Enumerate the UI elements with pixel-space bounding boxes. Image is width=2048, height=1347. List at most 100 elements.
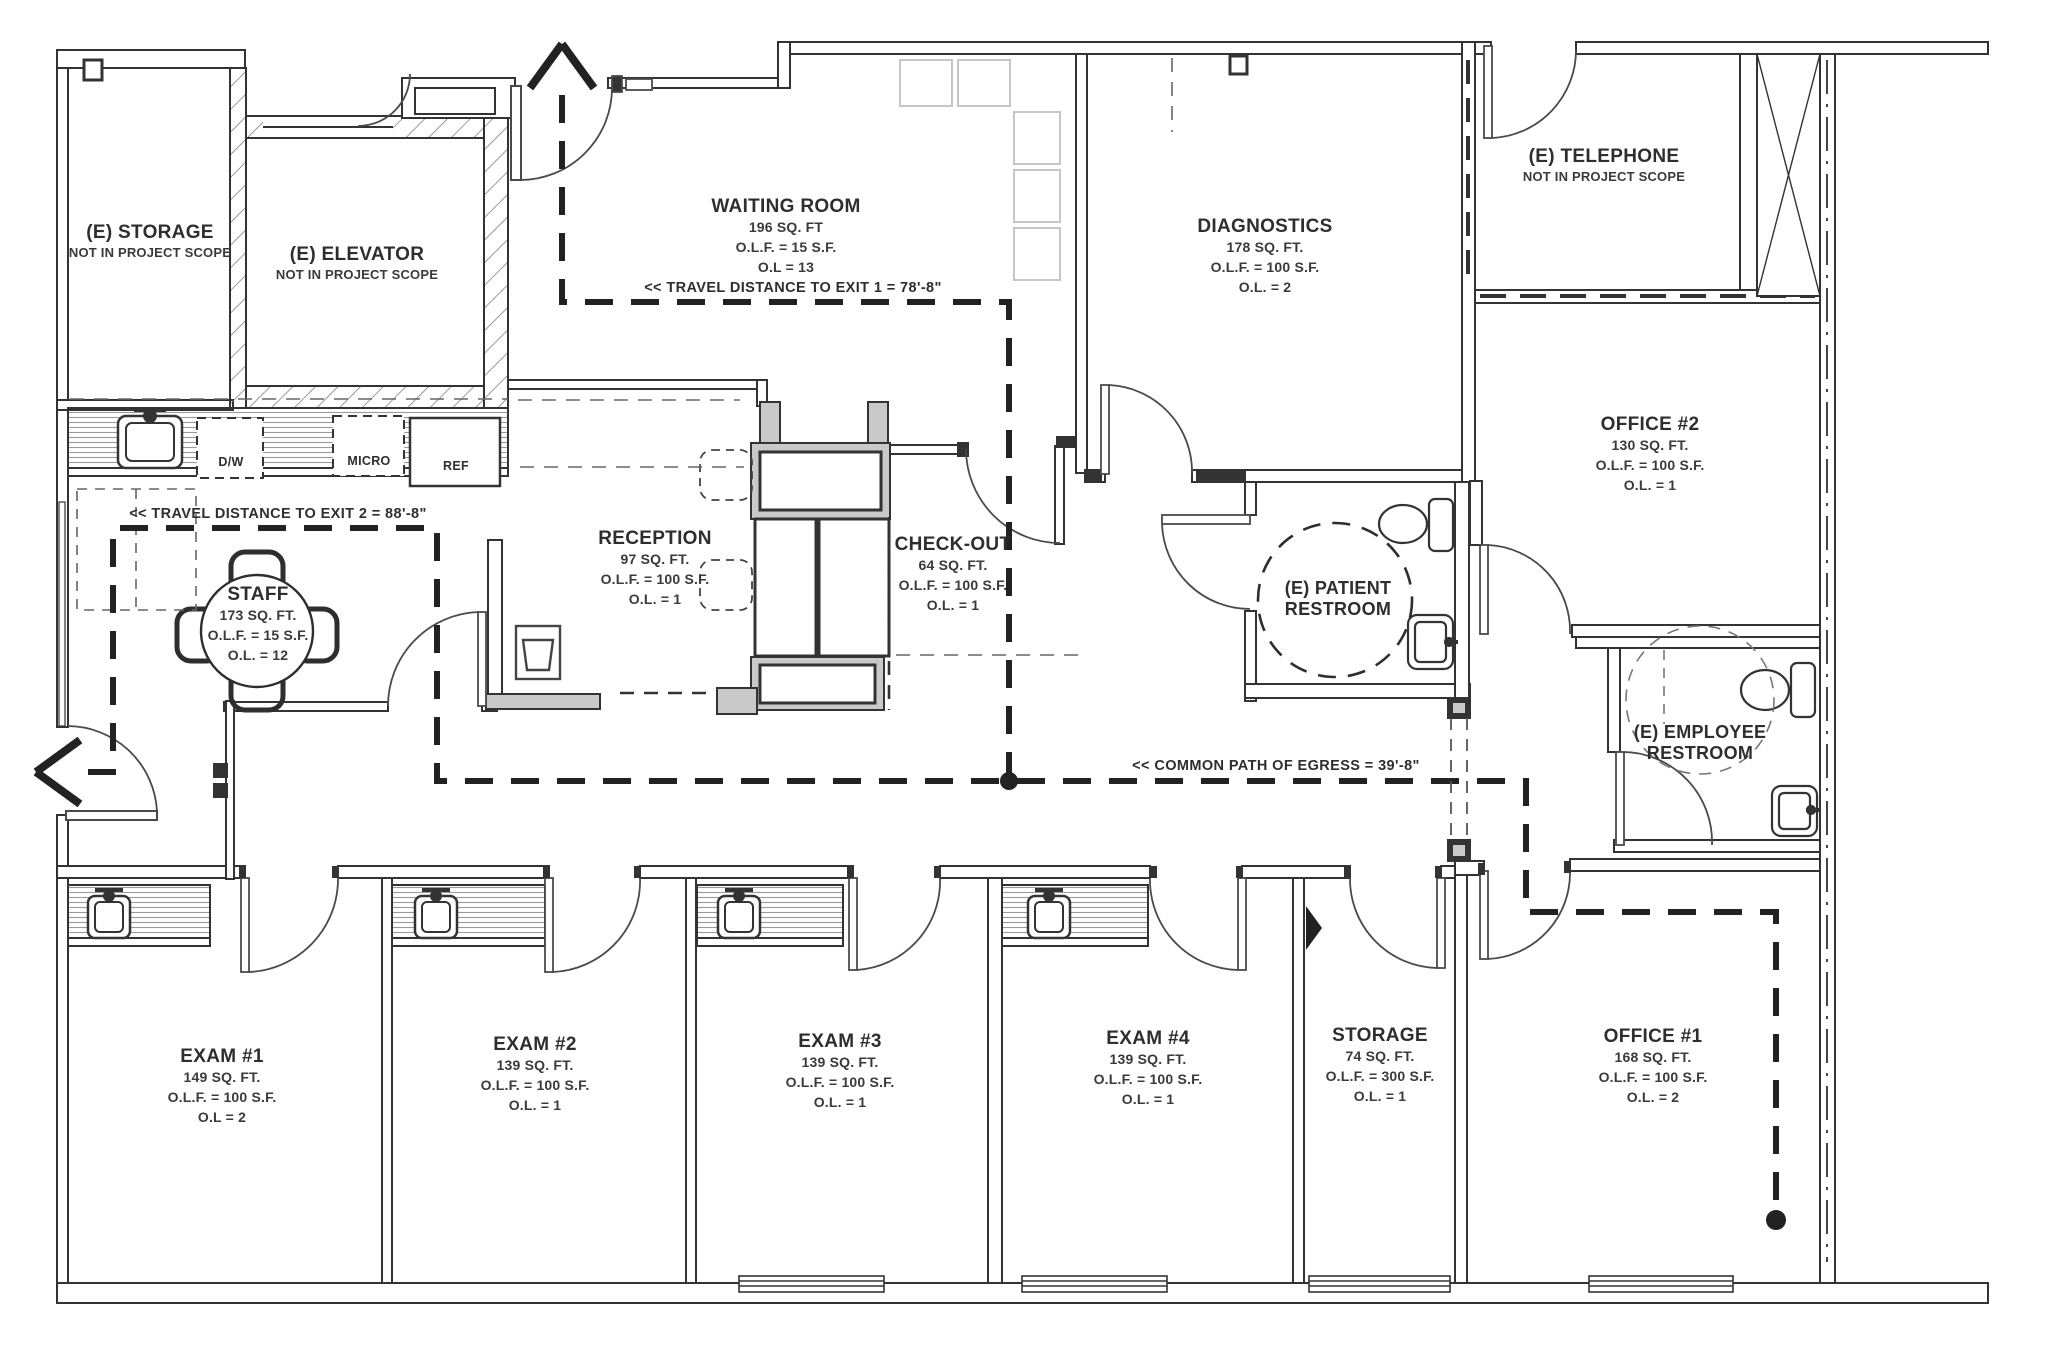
door-jamb-blocks-detail-5: [847, 866, 854, 878]
room-name: STORAGE: [1332, 1025, 1428, 1046]
exam1-door-detail-1: [240, 877, 250, 973]
room-name: (E) EMPLOYEE: [1633, 722, 1767, 742]
wall-exam3-4: [987, 877, 1003, 1284]
wall-exam1-2: [381, 877, 393, 1284]
room-label-existing-elevator: (E) ELEVATOR NOT IN PROJECT SCOPE: [276, 244, 438, 284]
reception-millwork: [716, 401, 891, 715]
exam3-counter: [696, 884, 844, 947]
sill-4: [1588, 1275, 1734, 1293]
egress-path-exit1: [559, 95, 1012, 781]
sill-1: [738, 1275, 885, 1293]
refrigerator-box: [408, 416, 502, 488]
reception-desk-return-left: [753, 517, 818, 658]
wall-reception-knee: [485, 693, 601, 710]
wall-top-right-b: [1575, 41, 1989, 55]
waiting-chairs-detail-5: [1013, 227, 1061, 281]
staff-millwork-dashed: [76, 488, 197, 611]
column-marker-diag: [1228, 54, 1249, 76]
cased-post-bottom-core: [1453, 845, 1465, 856]
exam4-counter-detail-1: [1001, 884, 1149, 939]
exit1-arrow: [526, 41, 598, 91]
corridor-door-hinge-2: [213, 783, 228, 798]
exit1-arrow-detail-1: [526, 41, 566, 91]
room-name: RECEPTION: [598, 528, 712, 549]
wall-corridor-b: [337, 865, 550, 879]
employee-restroom-door-detail-1: [1615, 751, 1625, 846]
door-jamb-blocks-detail-1: [239, 866, 246, 878]
room-area: 149 SQ. FT.: [183, 1069, 261, 1085]
egress-paths: [33, 41, 1786, 1230]
room-label-reception: RECEPTION 97 SQ. FT. O.L.F. = 100 S.F. O…: [598, 528, 712, 609]
room-label-office-1: OFFICE #1 168 SQ. FT. O.L.F. = 100 S.F. …: [1599, 1026, 1708, 1107]
column-marker-storage: [82, 58, 104, 82]
exam2-door-detail-1: [544, 877, 554, 973]
room-ol: O.L. = 1: [926, 597, 980, 613]
employee-restroom-door: [1615, 751, 1713, 846]
room-note: NOT IN PROJECT SCOPE: [68, 245, 232, 260]
room-label-exam-2: EXAM #2 139 SQ. FT. O.L.F. = 100 S.F. O.…: [481, 1034, 590, 1115]
storage-door-detail-2: [1349, 877, 1438, 969]
patient-restroom-door-detail-1: [1161, 514, 1251, 525]
door-jamb-blocks-detail-11: [1478, 863, 1485, 875]
wall-waiting-east: [1075, 53, 1088, 474]
wall-lobby-edge: [507, 379, 764, 390]
patient-turning-circle: [1256, 521, 1414, 679]
room-area: 139 SQ. FT.: [1109, 1051, 1187, 1067]
shaft-brace-2: [1756, 53, 1821, 297]
staff-door: [387, 611, 487, 707]
office2-door-detail-2: [1487, 544, 1571, 635]
sill-2: [1021, 1275, 1168, 1293]
room-name: (E) ELEVATOR: [289, 244, 425, 265]
room-ol: O.L. = 2: [1238, 279, 1292, 295]
egress-path-exit2: [88, 525, 1779, 1216]
staff-table: [199, 573, 315, 689]
waiting-chairs: [899, 59, 1061, 281]
wall-corridor-f: [1440, 865, 1456, 879]
room-ol: O.L. = 1: [813, 1094, 867, 1110]
wall-office1-north: [1569, 858, 1821, 872]
room-name: EXAM #4: [1106, 1028, 1190, 1049]
room-label-waiting-room: WAITING ROOM 196 SQ. FT O.L.F. = 15 S.F.…: [711, 196, 860, 277]
waiting-chairs-detail-1: [899, 59, 953, 107]
wall-corridor-a: [56, 865, 246, 879]
exam3-counter-detail-2: [696, 937, 844, 947]
employee-sink-detail-2: [1777, 791, 1812, 831]
door-jamb-blocks-detail-7: [1150, 866, 1157, 878]
entry-door-detail-3: [611, 75, 623, 93]
exam4-door-detail-2: [1149, 877, 1239, 971]
wall-storage-office1: [1454, 874, 1468, 1284]
patient-sink-detail-2: [1413, 620, 1448, 664]
annotation-travel-exit-2: << TRAVEL DISTANCE TO EXIT 2 = 88'-8": [129, 506, 427, 522]
room-name: EXAM #2: [493, 1034, 577, 1055]
room-area: 64 SQ. FT.: [918, 557, 988, 573]
storage-door-detail-1: [1436, 877, 1446, 969]
wall-cap-checkout: [1056, 436, 1078, 448]
room-ol: O.L = 13: [757, 259, 815, 275]
elevator-recess-door: [357, 73, 411, 127]
diagnostics-door-detail-1: [1100, 384, 1110, 475]
room-area: 97 SQ. FT.: [620, 551, 690, 567]
room-label-exam-1: EXAM #1 149 SQ. FT. O.L.F. = 100 S.F. O.…: [168, 1046, 277, 1127]
room-ol: O.L. = 1: [1121, 1091, 1175, 1107]
egress-end-dot: [1766, 1210, 1786, 1230]
wall-elevator-right: [483, 115, 509, 409]
doors: [65, 45, 1713, 973]
wall-patrr-west-b: [1244, 610, 1257, 702]
employee-toilet-detail-1: [1789, 661, 1817, 719]
room-name: (E) TELEPHONE: [1528, 146, 1680, 167]
dishwasher-box: [196, 417, 264, 479]
room-label-office-2: OFFICE #2 130 SQ. FT. O.L.F. = 100 S.F. …: [1596, 414, 1705, 495]
patient-sink: [1406, 613, 1458, 671]
reception-furniture: [514, 449, 753, 681]
patient-sink-detail-4: [1443, 636, 1455, 648]
exam-casework: [67, 884, 1149, 947]
wall-exam4-storage: [1292, 877, 1305, 1284]
wall-emprr-south: [1613, 839, 1821, 853]
reception-desk-return-right: [817, 517, 891, 658]
wall-emprr-west: [1607, 647, 1621, 753]
room-olf: O.L.F. = 100 S.F.: [1595, 457, 1705, 473]
wall-top-right-a: [783, 41, 1492, 55]
reception-chair-2: [699, 559, 753, 611]
storefront-sills: [738, 1275, 1734, 1293]
room-ol: O.L = 2: [197, 1109, 247, 1125]
